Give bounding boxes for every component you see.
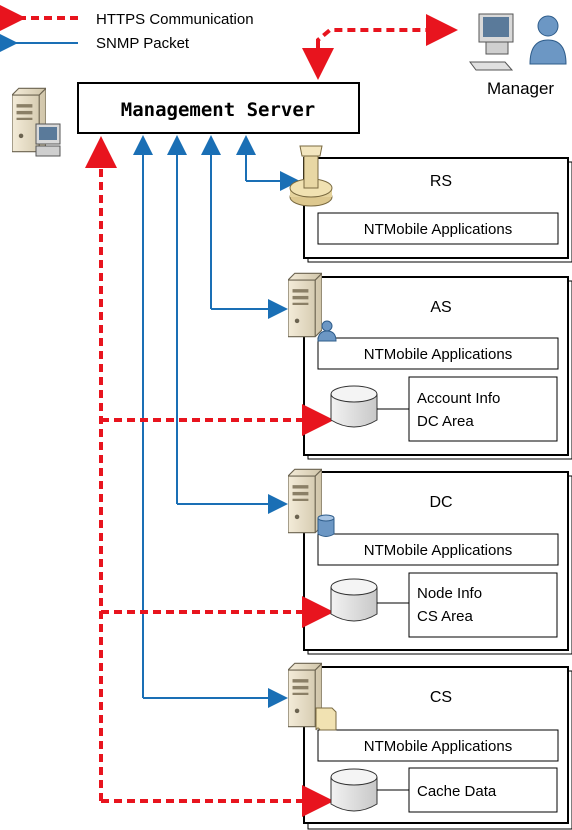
node-as: AS NTMobile Applications Account Info DC…: [303, 276, 572, 460]
management-server-title: Management Server: [121, 99, 315, 121]
rs-router-icon: [289, 145, 333, 207]
as-database-icon: [330, 385, 378, 428]
dc-server-icon: [288, 468, 322, 534]
node-as-app-label: NTMobile Applications: [364, 346, 512, 363]
https-line-manager: [316, 14, 458, 72]
node-dc-app-label: NTMobile Applications: [364, 542, 512, 559]
management-server-box: [77, 82, 360, 134]
node-cs: CS NTMobile Applications Cache Data: [303, 666, 572, 830]
monitor-icon: [35, 123, 61, 157]
node-rs-app-label: NTMobile Applications: [364, 221, 512, 238]
node-as-db-label-1: Account Info: [417, 390, 500, 407]
cs-document-icon: [315, 707, 337, 731]
dc-db-small-icon: [317, 514, 335, 537]
node-cs-app-box: [317, 729, 559, 762]
cs-database-icon: [330, 768, 378, 812]
node-dc-db-box: [408, 572, 558, 638]
node-dc: DC NTMobile Applications Node Info CS Ar…: [303, 471, 572, 655]
node-rs-app-box: [317, 212, 559, 245]
node-cs-title: CS: [430, 689, 452, 706]
db-connectors: [377, 408, 409, 791]
node-as-db-box: [408, 376, 558, 442]
node-rs-title: RS: [430, 173, 452, 190]
dc-database-icon: [330, 578, 378, 622]
legend-snmp-label: SNMP Packet: [96, 35, 190, 52]
node-as-app-box: [317, 337, 559, 370]
node-dc-db-label-2: CS Area: [417, 608, 474, 625]
node-as-title: AS: [430, 299, 451, 316]
node-dc-title: DC: [429, 494, 452, 511]
manager-icon: [469, 13, 567, 71]
https-lines: [85, 14, 458, 817]
as-server-icon: [288, 272, 322, 338]
node-cs-app-label: NTMobile Applications: [364, 738, 512, 755]
node-rs: RS NTMobile Applications: [303, 157, 572, 263]
legend-https-label: HTTPS Communication: [96, 11, 254, 28]
node-dc-db-label-1: Node Info: [417, 585, 482, 602]
as-user-icon: [317, 320, 337, 342]
manager-label: Manager: [487, 79, 554, 98]
node-as-db-label-2: DC Area: [417, 413, 474, 430]
node-cs-db-label-1: Cache Data: [417, 783, 497, 800]
node-dc-app-box: [317, 533, 559, 566]
legend: HTTPS Communication SNMP Packet: [0, 2, 254, 53]
